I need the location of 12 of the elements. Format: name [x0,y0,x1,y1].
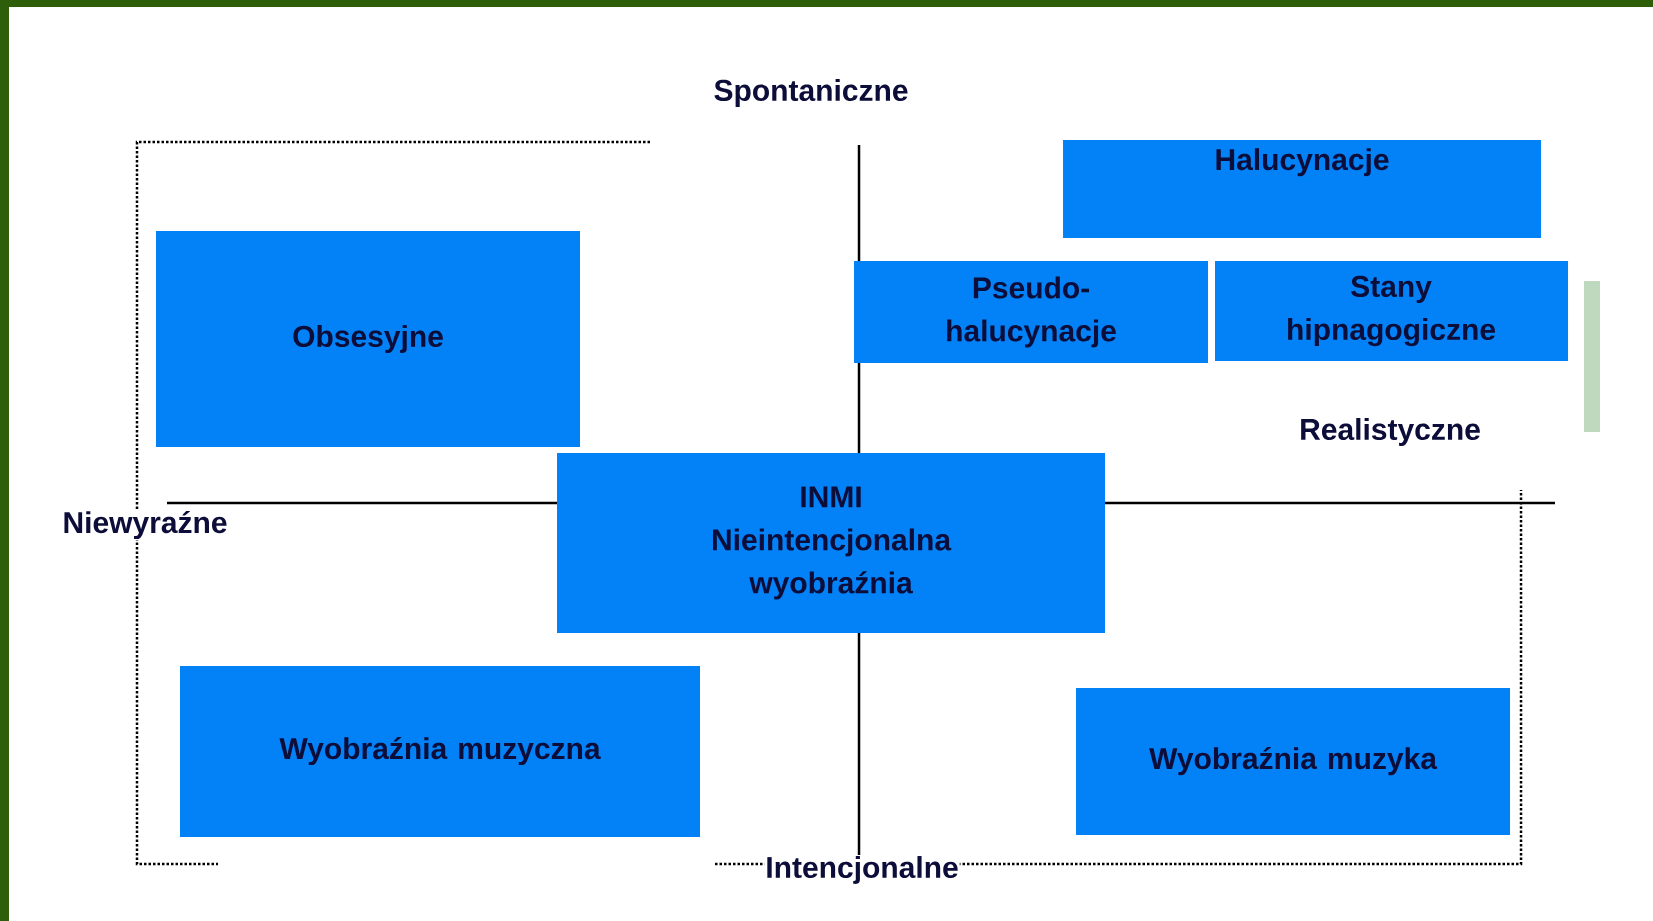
label-box: Wyobraźnia muzyka [1076,688,1510,835]
axis-label: Intencjonalne [764,855,960,885]
label-box: Pseudo- halucynacje [854,261,1208,363]
label-box: Stany hipnagogiczne [1215,261,1568,361]
label-box: INMI Nieintencjonalna wyobraźnia [557,453,1105,633]
axis-label: Realistyczne [1298,417,1482,447]
axis-label: Niewyraźne [61,509,229,541]
axis-label: Spontaniczne [712,78,910,108]
side-bar [1584,281,1600,432]
label-box: Wyobraźnia muzyczna [180,666,700,837]
label-box: Halucynacje [1063,140,1541,238]
label-box: Obsesyjne [156,231,580,447]
